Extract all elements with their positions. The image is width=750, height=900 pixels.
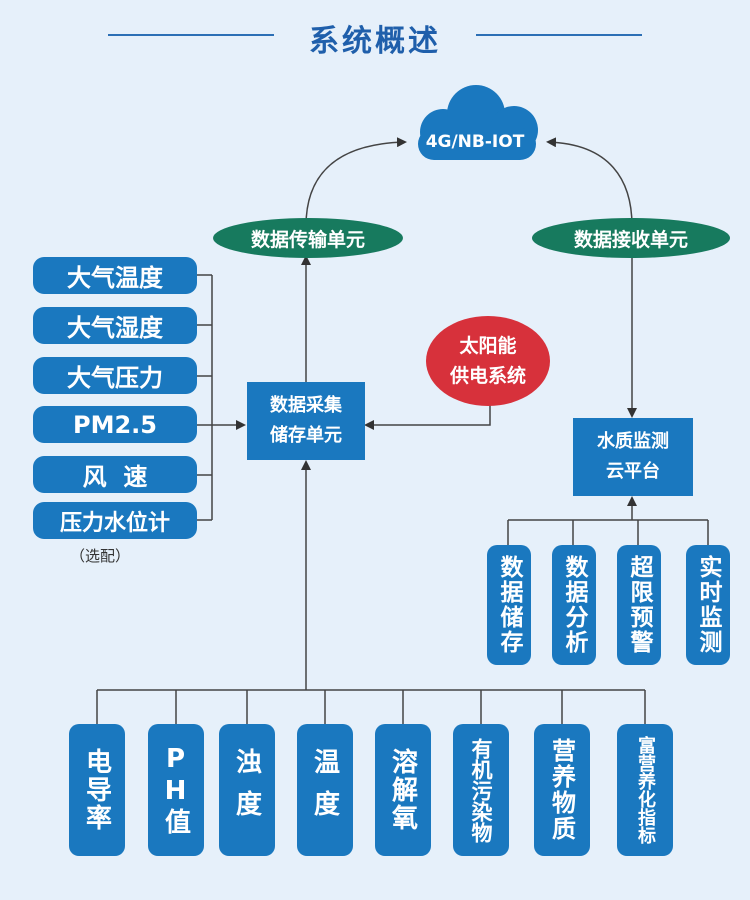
cloud-icon [418,85,538,160]
function-data-analysis: 数据分析 [552,545,596,665]
param-conductivity: 电导率 [69,724,125,856]
param-dissolved-oxygen: 溶解氧 [375,724,431,856]
sensor-water-level: 压力水位计 [33,502,197,539]
solar-to-collector-arrow [364,400,491,430]
function-data-storage: 数据储存 [487,545,531,665]
platform-line2: 云平台 [606,461,660,482]
optional-note: （选配） [70,547,131,565]
function-realtime-monitoring: 实时监测 [686,545,730,665]
sensor-air-humidity: 大气湿度 [33,307,197,344]
title-divider-right [476,34,642,36]
param-temperature: 温度 [297,724,353,856]
param-turbidity: 浊度 [219,724,275,856]
param-organic-pollutants: 有机污染物 [453,724,509,856]
param-eutrophication-index: 富营养化指标 [617,724,673,856]
collector-line2: 储存单元 [270,425,342,446]
sensor-pm25: PM2.5 [33,406,197,443]
solar-power-system: 太阳能 供电系统 [426,316,550,406]
water-quality-cloud-platform: 水质监测 云平台 [573,418,693,496]
platform-line1: 水质监测 [597,431,669,452]
sensor-wind-speed: 风 速 [33,456,197,493]
solar-line2: 供电系统 [449,365,526,387]
title-banner: 系统概述 [0,12,750,59]
title-divider-left [108,34,274,36]
param-nutrients: 营养物质 [534,724,590,856]
function-overlimit-alert: 超限预警 [617,545,661,665]
collector-line1: 数据采集 [270,395,342,416]
cloud-label: 4G/NB-IOT [425,132,525,152]
receive-unit: 数据接收单元 [532,218,730,258]
transmit-to-cloud-arrow [305,137,407,227]
transmit-unit: 数据传输单元 [213,218,403,258]
data-collector-unit: 数据采集 储存单元 [247,382,365,460]
sensor-air-temperature: 大气温度 [33,257,197,294]
receive-to-cloud-arrow [546,137,633,227]
page-title: 系统概述 [309,24,441,59]
sensor-air-pressure: 大气压力 [33,357,197,394]
param-ph: PH值 [148,724,204,856]
solar-line1: 太阳能 [459,335,517,357]
